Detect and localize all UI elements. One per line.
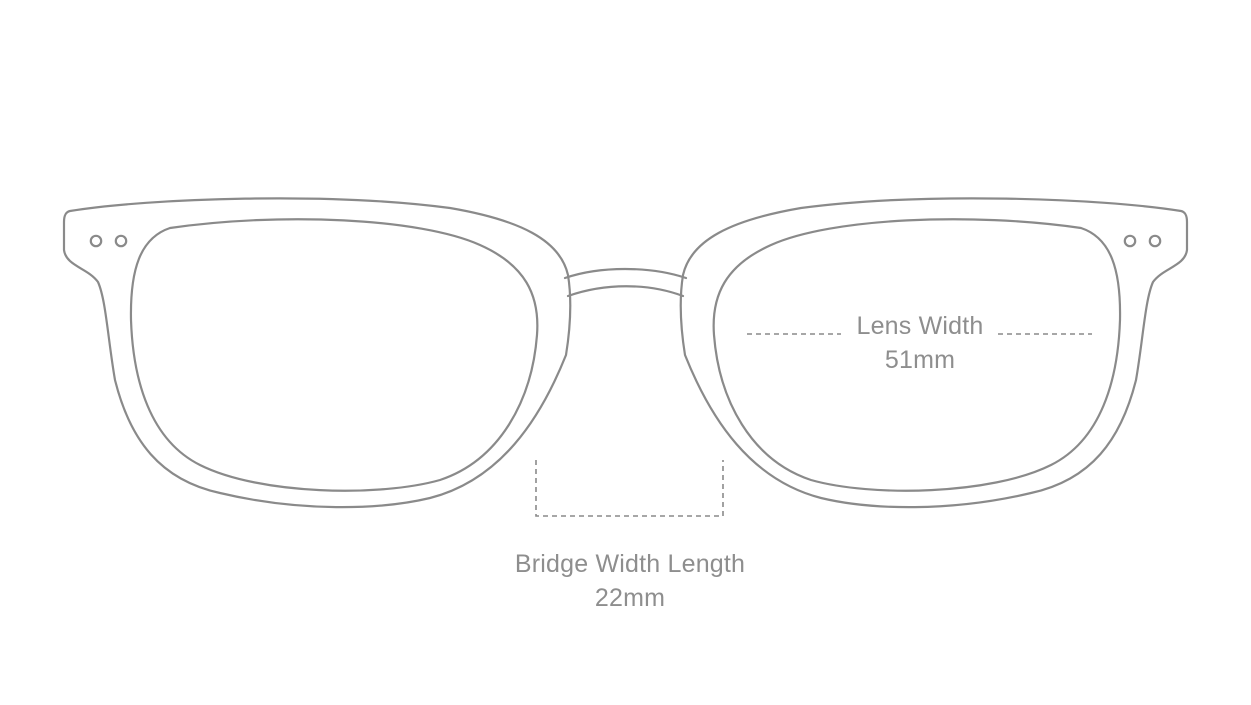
lens-width-label: Lens Width xyxy=(856,312,984,340)
bridge-width-guide xyxy=(535,460,724,517)
bridge-bottom xyxy=(566,285,685,298)
left-frame-outer xyxy=(62,197,572,509)
bridge-width-label: Bridge Width Length xyxy=(514,550,746,578)
right-lens xyxy=(712,218,1122,492)
left-rivet-2 xyxy=(114,234,128,248)
right-rivet-2 xyxy=(1123,234,1137,248)
left-rivet-1 xyxy=(89,234,103,248)
bridge-top xyxy=(563,267,688,280)
right-rivet-1 xyxy=(1148,234,1162,248)
right-frame-outer xyxy=(679,197,1189,509)
lens-width-value: 51mm xyxy=(884,346,956,374)
bridge-width-value: 22mm xyxy=(594,584,666,612)
left-lens xyxy=(129,218,539,492)
